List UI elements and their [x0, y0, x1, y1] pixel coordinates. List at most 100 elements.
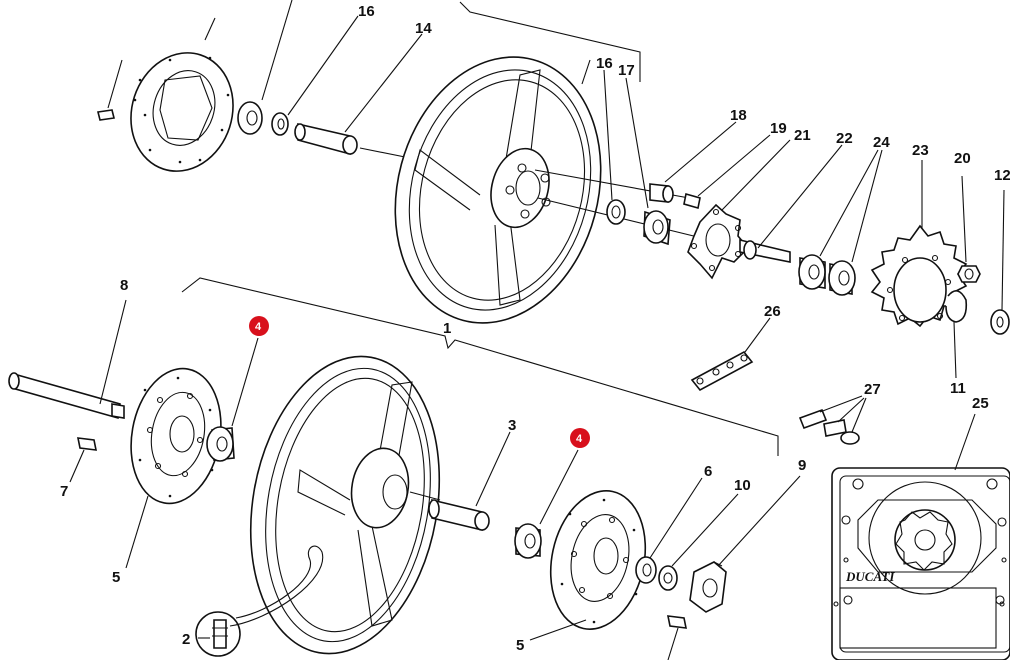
leader-16b: [603, 69, 613, 201]
leader-16a: [287, 15, 359, 116]
leader-24a: [819, 149, 879, 257]
rear-wheel-assembly: 16 14: [97, 0, 1010, 445]
leader-11: [953, 321, 957, 379]
front-spacer-3: [428, 498, 490, 532]
label-16a: 16: [358, 3, 375, 20]
rear-sprocket-23: [870, 224, 968, 328]
leader-5b: [529, 619, 587, 641]
leader-17: [625, 77, 649, 209]
leader-4a: [231, 337, 259, 427]
rear-bearing-17: [643, 210, 671, 246]
decal-brand-text: DUCATI: [845, 569, 895, 584]
label-18: 18: [730, 107, 747, 124]
label-20: 20: [954, 150, 971, 167]
front-bolt-7: [76, 437, 98, 451]
leader-19: [697, 134, 771, 197]
leader-10: [671, 493, 739, 567]
front-axle-8: [8, 372, 125, 420]
label-2: 2: [182, 631, 190, 648]
front-wheel-rim: [249, 355, 441, 655]
leader-12: [1001, 189, 1005, 311]
label-5a: 5: [112, 569, 120, 586]
leader-bolt-lower: [667, 627, 679, 660]
rear-wheel-rim: [394, 56, 602, 324]
label-17: 17: [618, 62, 635, 79]
leader-27a: [819, 395, 863, 413]
rear-axle-sleeve: [294, 122, 358, 156]
sprocket-nut-20: [957, 265, 981, 283]
rear-washer-16: [606, 199, 626, 225]
front-bearing-left-4: [206, 426, 235, 462]
front-brake-disc-right: [549, 490, 647, 630]
label-10: 10: [734, 477, 751, 494]
front-wheel-assembly: 8 7 5 4: [8, 277, 806, 660]
label-9: 9: [798, 457, 806, 474]
front-washer-10: [658, 565, 678, 591]
rear-group-bracket: [459, 1, 641, 82]
tire-valve-2: [195, 545, 324, 657]
label-24: 24: [873, 134, 890, 151]
label-19: 19: [770, 120, 787, 137]
leader-6: [649, 477, 703, 559]
label-6: 6: [704, 463, 712, 480]
leader-5a: [125, 495, 149, 569]
rear-stud-19: [683, 192, 701, 210]
label-26: 26: [764, 303, 781, 320]
front-axis-line: [409, 491, 441, 501]
badge-4b: 4: [570, 428, 590, 448]
leader-bearing: [261, 0, 293, 101]
leader-26: [744, 317, 771, 353]
label-5b: 5: [516, 637, 524, 654]
label-8: 8: [120, 277, 128, 294]
label-23: 23: [912, 142, 929, 159]
label-14: 14: [415, 20, 432, 37]
front-bolt-lower: [666, 615, 688, 629]
leader-27b: [837, 397, 865, 423]
circlip-11: [945, 290, 968, 323]
leader-rim-upper: [581, 59, 591, 85]
front-seal-6: [635, 556, 657, 584]
leader-9: [717, 475, 801, 567]
chain-link-26: [690, 350, 754, 392]
leader-21: [721, 139, 791, 211]
leader-20: [961, 175, 967, 263]
badge-4a: 4: [249, 316, 269, 336]
disc-bolt-upper: [97, 109, 115, 121]
svg-text:4: 4: [576, 433, 583, 445]
front-bearing-right-4: [514, 523, 542, 559]
label-25: 25: [972, 395, 989, 412]
washer-12: [990, 309, 1010, 335]
sprocket-carrier-21: [687, 203, 750, 280]
axle-clamp-9: [689, 561, 727, 613]
sprocket-decal-25: DUCATI: [831, 467, 1010, 660]
label-22: 22: [836, 130, 853, 147]
label-1: 1: [443, 320, 451, 337]
front-group-bracket: [181, 277, 779, 456]
rear-bearing-left: [237, 101, 263, 135]
chain-clip-27: [798, 408, 860, 445]
leader-27c: [851, 397, 867, 433]
label-3: 3: [508, 417, 516, 434]
rear-brake-disc: [130, 52, 234, 172]
leader-22: [757, 144, 843, 249]
label-7: 7: [60, 483, 68, 500]
carrier-shaft-22: [739, 238, 791, 263]
leader-18: [664, 121, 737, 183]
rear-spacer-ring: [271, 112, 289, 136]
label-16b: 16: [596, 55, 613, 72]
front-brake-disc-left: [130, 367, 222, 505]
leader-25: [954, 413, 976, 471]
carrier-bearing-24b: [828, 260, 856, 296]
leader-8: [99, 299, 127, 405]
leader-14: [344, 33, 423, 133]
leader-upper-disc: [204, 17, 216, 41]
label-12: 12: [994, 167, 1010, 184]
carrier-bearing-24a: [798, 254, 826, 290]
leader-4b: [539, 449, 579, 525]
leader-24b: [851, 149, 883, 263]
label-21: 21: [794, 127, 811, 144]
leader-upper-bolt: [107, 59, 123, 109]
leader-3: [475, 431, 511, 507]
leader-7: [69, 449, 85, 483]
